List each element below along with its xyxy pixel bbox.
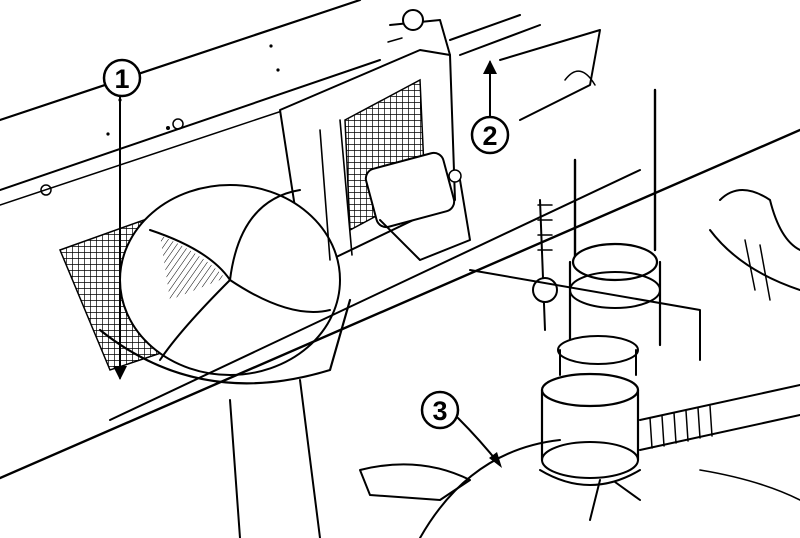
callout-1-label: 1	[114, 64, 129, 94]
lower-housing	[229, 379, 800, 538]
side-hose	[639, 384, 800, 451]
vertical-pipe	[557, 88, 662, 376]
hose-clamp	[469, 199, 701, 361]
upper-hose	[449, 14, 601, 121]
callout-1: 1	[102, 58, 142, 380]
fan-motor	[319, 119, 471, 261]
callout-3: 3	[420, 390, 502, 468]
callout-2-label: 2	[482, 121, 497, 151]
callout-2: 2	[470, 60, 510, 155]
wiring-harness	[709, 189, 800, 301]
callout-3-label: 3	[432, 396, 447, 426]
view-divider	[0, 128, 800, 480]
filter-canister	[539, 372, 641, 521]
view-divider-inner	[109, 169, 641, 421]
